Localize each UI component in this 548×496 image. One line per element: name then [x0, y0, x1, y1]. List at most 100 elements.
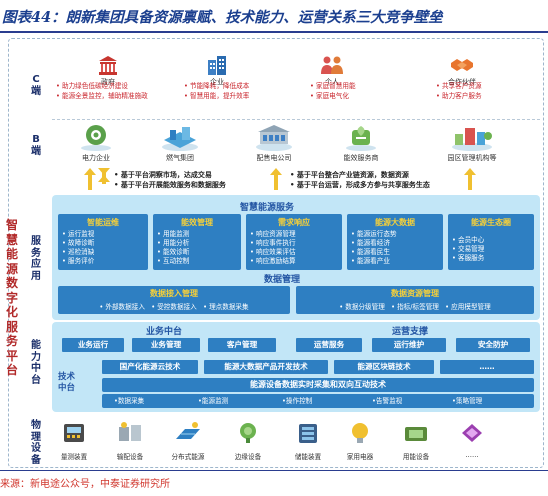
service-card-ecosystem: 能源生态圈 会员中心 交易管理 客服服务: [448, 214, 534, 270]
c-government-bullet-2: • 能源全景监控，辅助精准施政: [56, 91, 148, 100]
data-management-title: 数据管理: [264, 275, 301, 285]
c-individual-bullet-1: • 家庭智慧用能: [310, 82, 356, 90]
flow-arrow-up: [270, 168, 282, 190]
handshake-icon: [451, 59, 473, 71]
efficiency-service-icon: [346, 126, 376, 151]
vertical-char: 平: [5, 348, 18, 363]
service-card-ops: 智能运维 运行监视 故障诊断 巡检消缺 服务评价: [58, 214, 148, 270]
b-entity-park: 园区管理机构等: [432, 122, 512, 163]
flow-arrow-down: [98, 168, 110, 190]
tech-pipeline: 能源设备数据实时采集和双向互动技术: [102, 378, 534, 392]
device-energy-equipment: 用能设备: [390, 421, 442, 461]
b-note: • 基于平台运营，形成多方参与共享服务生态: [290, 181, 430, 189]
vertical-char: 智: [5, 218, 18, 232]
ops-item: 安全防护: [456, 338, 530, 352]
business-item: 业务管理: [132, 338, 200, 352]
b-entity-name: 燃气集团: [166, 154, 194, 162]
ops-item: 运营服务: [296, 338, 362, 352]
service-item: 客服服务: [452, 254, 530, 263]
device-distribution: 输配设备: [104, 421, 156, 461]
level-capability-label: 能力中台: [30, 340, 42, 386]
service-item: 交易管理: [452, 245, 530, 254]
platform-label: 智慧能源数字化服务平台: [4, 218, 20, 378]
c-end-band: [52, 98, 540, 120]
vertical-char: 能: [31, 340, 41, 351]
vertical-char: 理: [31, 431, 41, 443]
c-individual-bullets: • 家庭智慧用能 • 家庭电气化: [310, 82, 356, 101]
device-appliance: 家用电器: [334, 421, 386, 461]
b-entity-efficiency: 能效服务商: [326, 122, 396, 163]
device-name: 家用电器: [346, 453, 374, 461]
b-entity-name: 园区管理机构等: [447, 154, 497, 162]
service-card-demand: 需求响应 响应资源管理 响应事件执行 响应效果评估 响应激励结算: [246, 214, 342, 270]
c-enterprise-bullet-2: • 智慧用能，提升效率: [184, 91, 250, 100]
enterprise-building-icon: [208, 56, 226, 75]
data-assets-title: 数据资源管理: [391, 289, 439, 298]
b-notes-left: • 基于平台洞察市场，达成交易 • 基于平台开展能效服务和数据服务: [114, 170, 226, 190]
c-entity-partner: 合作伙伴: [436, 54, 488, 87]
tech-item: 国产化能源云技术: [102, 360, 198, 374]
tech-center-title: 技术中台: [58, 372, 76, 393]
b-note: • 基于平台开展能效服务和数据服务: [114, 181, 226, 189]
vertical-char: 中: [31, 363, 41, 374]
service-item: 响应资源管理: [250, 230, 338, 239]
vertical-char: 台: [31, 374, 41, 386]
energy-device-icon: [405, 427, 427, 441]
vertical-char: 服: [5, 319, 18, 334]
tech-item: 能源区块链技术: [334, 360, 434, 374]
service-item: 响应效果评估: [250, 248, 338, 257]
vertical-char: 物: [31, 420, 41, 431]
level-physical-label: 物理设备: [30, 420, 42, 466]
vertical-char: 慧: [5, 232, 18, 247]
appliance-icon: [352, 423, 368, 443]
service-title: 智慧能源服务: [240, 203, 295, 213]
service-item: 巡检消缺: [62, 248, 144, 257]
c-entity-government: 政府: [88, 54, 128, 87]
b-notes-right: • 基于平台整合产业链资源，数据资源 • 基于平台运营，形成多方参与共享服务生态: [290, 170, 430, 190]
vertical-char: 服: [31, 236, 41, 247]
footer-rule: [0, 470, 548, 471]
figure-source: 来源：新电途公众号，中泰证券研究所: [0, 479, 170, 490]
device-name: 用能设备: [402, 453, 430, 461]
government-building-icon: [99, 56, 117, 75]
distributed-energy-icon: [176, 422, 200, 439]
service-card-title: 能源生态圈: [471, 218, 511, 227]
pipeline-item: • 数据采集: [114, 397, 145, 405]
vertical-char: 字: [5, 290, 18, 305]
b-entity-name: 配售电公司: [256, 154, 292, 162]
power-enterprise-icon: [81, 125, 111, 151]
device-name: 量测装置: [60, 453, 88, 461]
c-government-bullet-1: • 助力绿色低碳经济建设: [56, 82, 128, 90]
b-entity-name: 能效服务商: [343, 154, 379, 162]
b-entity-name: 电力企业: [82, 154, 110, 162]
service-card-title: 能效管理: [181, 218, 213, 227]
vertical-char: 务: [31, 247, 41, 259]
pipeline-item: • 能源监测: [198, 397, 229, 405]
device-distributed-energy: 分布式能源: [162, 421, 214, 461]
c-entity-enterprise: 企业: [197, 54, 237, 87]
more-icon: [462, 424, 482, 442]
service-item: 响应事件执行: [250, 239, 338, 248]
service-card-list: 运行监视 故障诊断 巡检消缺 服务评价: [62, 230, 144, 266]
business-item: 客户管理: [208, 338, 276, 352]
flow-arrow-up: [84, 168, 96, 190]
c-entity-name: 企业: [210, 78, 224, 86]
data-access-items: • 外部数据接入 • 受控数据接入 • 理点数据采集: [99, 303, 249, 311]
vertical-char: 能: [5, 247, 18, 261]
service-item: 能源看民生: [351, 248, 439, 257]
storage-icon: [299, 424, 317, 443]
service-card-list: 响应资源管理 响应事件执行 响应效果评估 响应激励结算: [250, 230, 338, 266]
vertical-char: 力: [31, 351, 41, 363]
service-card-list: 能源运行态势 能源看经济 能源看民生 能源看产业: [351, 230, 439, 266]
b-entity-power: 电力企业: [66, 122, 126, 163]
ops-support-title: 运营支撑: [392, 327, 429, 337]
device-name: ……: [465, 451, 479, 459]
park-management-icon: [452, 128, 492, 151]
device-meter: 量测装置: [48, 421, 100, 461]
edge-device-icon: [240, 423, 256, 443]
service-item: 服务评价: [62, 257, 144, 266]
device-more: ……: [446, 421, 498, 459]
power-sales-icon: [256, 125, 292, 151]
